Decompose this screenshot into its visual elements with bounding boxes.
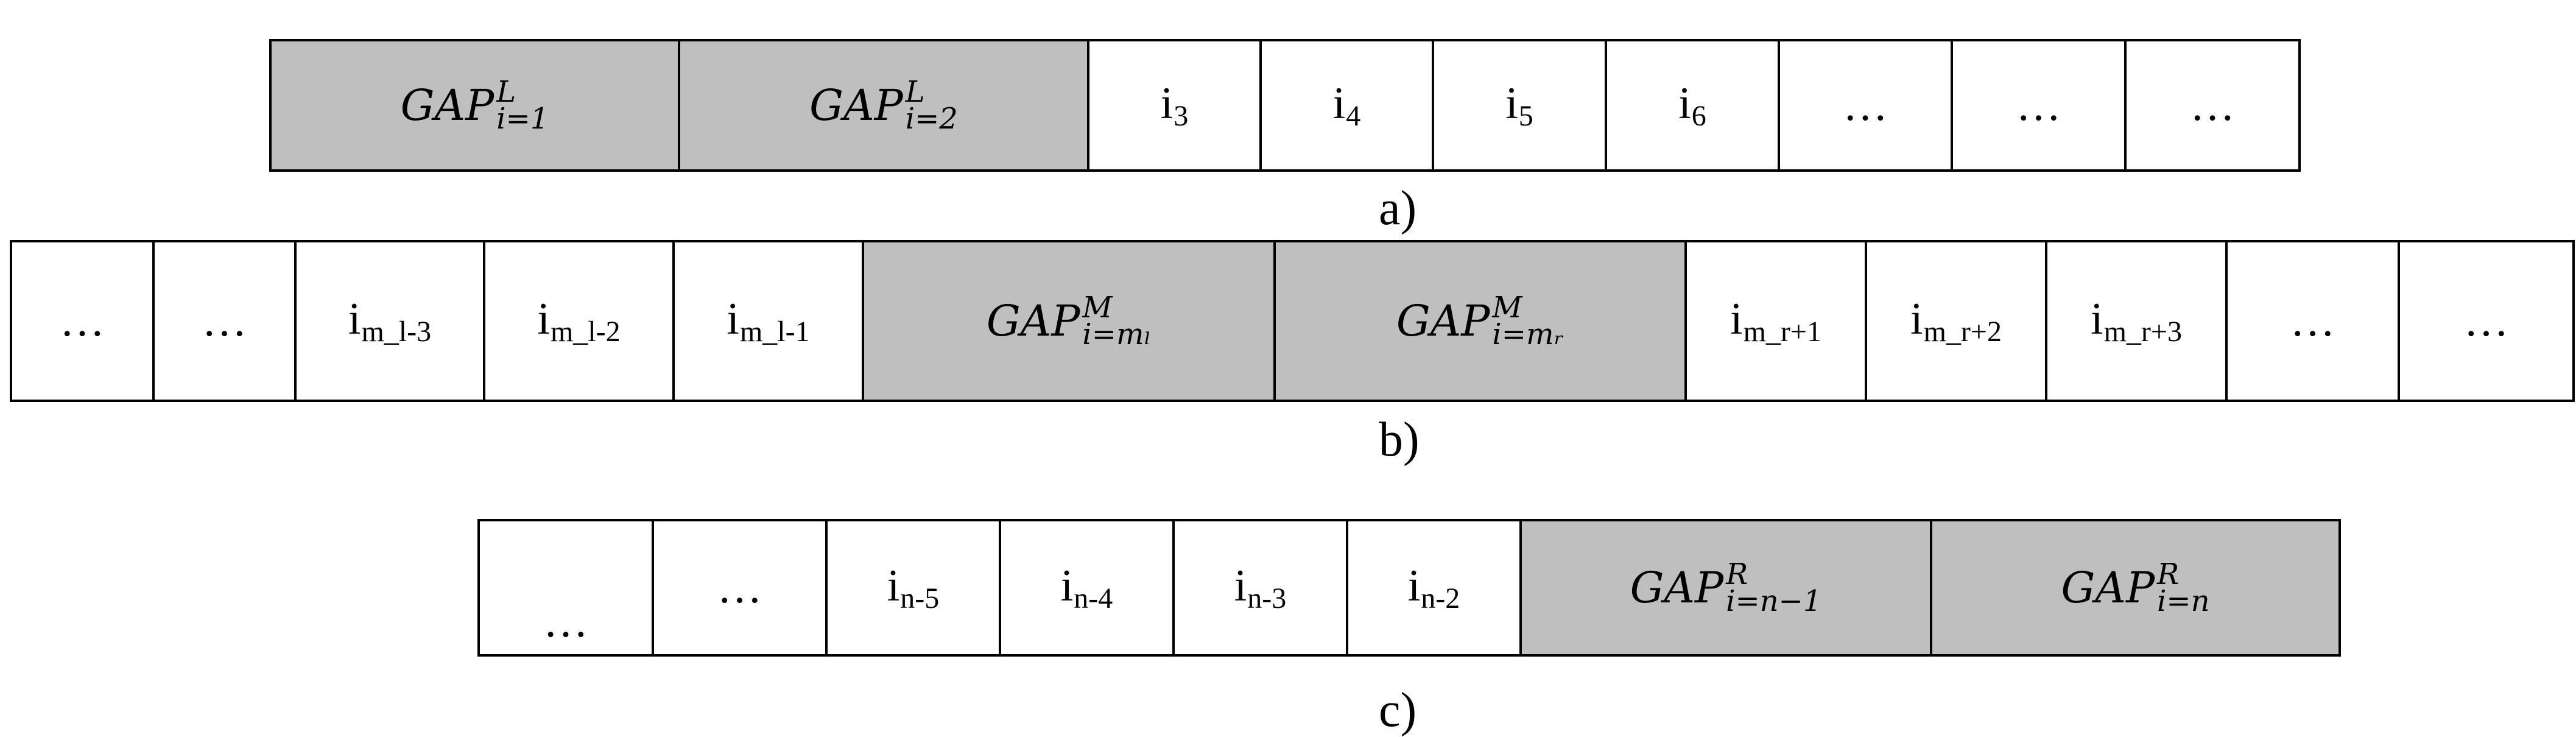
index-var: i3 [1160,79,1189,132]
cell-b-3: im_l-3 [297,242,485,400]
ellipsis: … [2463,295,2509,346]
cell-a-4: i4 [1262,41,1434,169]
cell-b-11: … [2228,242,2400,400]
cell-a-5: i5 [1434,41,1607,169]
cell-b-10: im_r+3 [2047,242,2228,400]
cell-c-5: in-3 [1175,521,1348,654]
cell-c-4: in-4 [1001,521,1175,654]
cell-b-1: … [12,242,155,400]
cell-a-8: … [1953,41,2127,169]
cell-c-3: in-5 [828,521,1001,654]
cell-b-9: im_r+2 [1867,242,2047,400]
ellipsis: … [60,295,105,346]
cell-a-7: … [1780,41,1953,169]
index-var: im_l-2 [537,294,621,348]
cell-a-3: i3 [1089,41,1262,169]
ellipsis: … [543,597,588,647]
cell-c-6: in-2 [1348,521,1522,654]
cell-a-9: … [2127,41,2298,169]
index-var: im_l-1 [727,294,810,348]
index-var: im_r+1 [1730,294,1821,348]
caption-b: b) [1379,413,1420,467]
index-var: in-4 [1060,561,1113,615]
ellipsis: … [2016,80,2061,130]
cell-c-1: … [480,521,654,654]
caption-a: a) [1379,182,1417,235]
ellipsis: … [2190,80,2235,130]
ellipsis: … [202,295,247,346]
index-var: im_l-3 [348,294,432,348]
index-var: in-3 [1234,561,1287,615]
cell-c-2: … [654,521,828,654]
ellipsis: … [717,562,762,613]
index-var: im_r+2 [1910,294,2002,348]
index-var: in-2 [1407,561,1460,615]
index-var: im_r+3 [2091,294,2182,348]
cell-b-8: im_r+1 [1687,242,1867,400]
cell-b-4: im_l-2 [485,242,675,400]
cell-b-5: im_l-1 [675,242,864,400]
cell-b-12: … [2400,242,2572,400]
ellipsis: … [2290,295,2335,346]
index-var: i6 [1678,79,1706,132]
cell-b-2: … [155,242,297,400]
index-var: in-5 [887,561,940,615]
ellipsis: … [1843,80,1888,130]
caption-c: c) [1379,683,1417,737]
cell-a-6: i6 [1607,41,1780,169]
index-var: i5 [1505,79,1533,132]
index-var: i4 [1332,79,1361,132]
